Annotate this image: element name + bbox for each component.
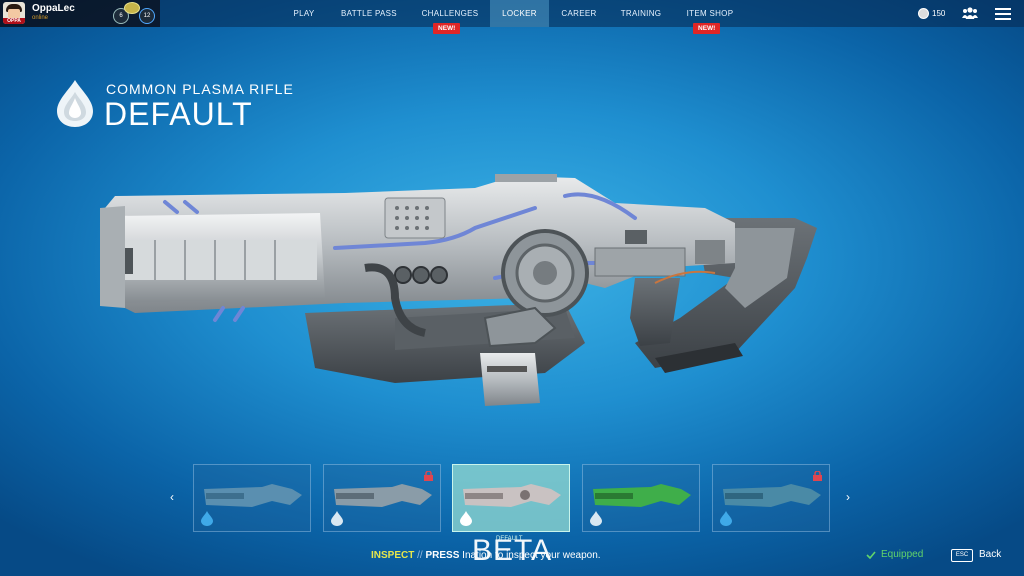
avatar: OPPA (3, 2, 25, 24)
inspect-hint: INSPECT // PRESS Ination to inspect your… (371, 550, 601, 561)
carousel-prev-arrow[interactable]: ‹ (170, 490, 174, 504)
nav-play[interactable]: PLAY (293, 9, 315, 18)
level-up-icon (124, 2, 140, 14)
common-rarity-icon (460, 511, 472, 526)
weapon-rarity-type: COMMON PLASMA RIFLE (106, 81, 294, 97)
carousel-next-arrow[interactable]: › (846, 490, 850, 504)
nav-item-shop[interactable]: ITEM SHOP (686, 9, 734, 18)
common-rarity-icon (57, 80, 93, 127)
equipped-label: Equipped (881, 549, 924, 560)
skin-thumbnail (334, 484, 432, 507)
beta-sub-label: DEFAULT (496, 536, 523, 542)
top-bar (0, 0, 1024, 27)
skin-thumbnail (723, 484, 821, 507)
equipped-status: Equipped (866, 549, 923, 560)
rank-badge: 6 (113, 8, 129, 24)
beta-watermark: BETA (472, 534, 553, 567)
nav-challenges[interactable]: CHALLENGES (421, 9, 479, 18)
skin-thumbnail (463, 484, 561, 507)
lock-icon (424, 471, 433, 481)
common-rarity-icon (590, 511, 602, 526)
common-rarity-icon (201, 511, 213, 526)
lock-icon (813, 471, 822, 481)
nav-battle-pass[interactable]: BATTLE PASS (341, 9, 397, 18)
avatar-tag: OPPA (3, 18, 25, 24)
esc-key-icon[interactable]: ESC (951, 549, 973, 562)
nav-locker[interactable]: LOCKER (490, 0, 549, 27)
check-icon (866, 550, 876, 559)
hint-separator: // (417, 550, 423, 561)
menu-icon[interactable] (995, 8, 1011, 20)
skin-slot[interactable] (582, 464, 700, 532)
currency-display[interactable]: 150 (918, 8, 945, 19)
hint-key: I (462, 550, 465, 561)
new-badge-item-shop: NEW! (693, 23, 721, 34)
skin-slot-selected[interactable] (452, 464, 570, 532)
skin-name-title: DEFAULT (104, 96, 253, 132)
common-rarity-icon (720, 511, 732, 526)
back-button[interactable]: Back (979, 549, 1002, 560)
skin-slot[interactable] (323, 464, 441, 532)
plasma-rifle-model[interactable] (95, 168, 825, 413)
new-badge-challenges: NEW! (433, 23, 461, 34)
common-rarity-icon (331, 511, 343, 526)
player-name: OppaLec (32, 3, 75, 14)
skin-thumbnail (204, 484, 302, 507)
nav-career[interactable]: CAREER (561, 9, 597, 18)
coin-icon (918, 8, 929, 19)
player-status: online (32, 15, 49, 21)
skin-thumbnail (593, 484, 691, 507)
skin-slot[interactable] (712, 464, 830, 532)
rank-badge-secondary: 12 (139, 8, 155, 24)
friends-icon[interactable] (962, 6, 978, 20)
skin-slot[interactable] (193, 464, 311, 532)
hint-text: nation to inspect your weapon. (464, 550, 601, 561)
currency-amount: 150 (932, 9, 946, 18)
nav-training[interactable]: TRAINING (620, 9, 662, 18)
player-card[interactable]: OPPA OppaLec online 6 12 (0, 0, 160, 27)
press-label: PRESS (425, 550, 460, 561)
inspect-label[interactable]: INSPECT (371, 550, 415, 561)
